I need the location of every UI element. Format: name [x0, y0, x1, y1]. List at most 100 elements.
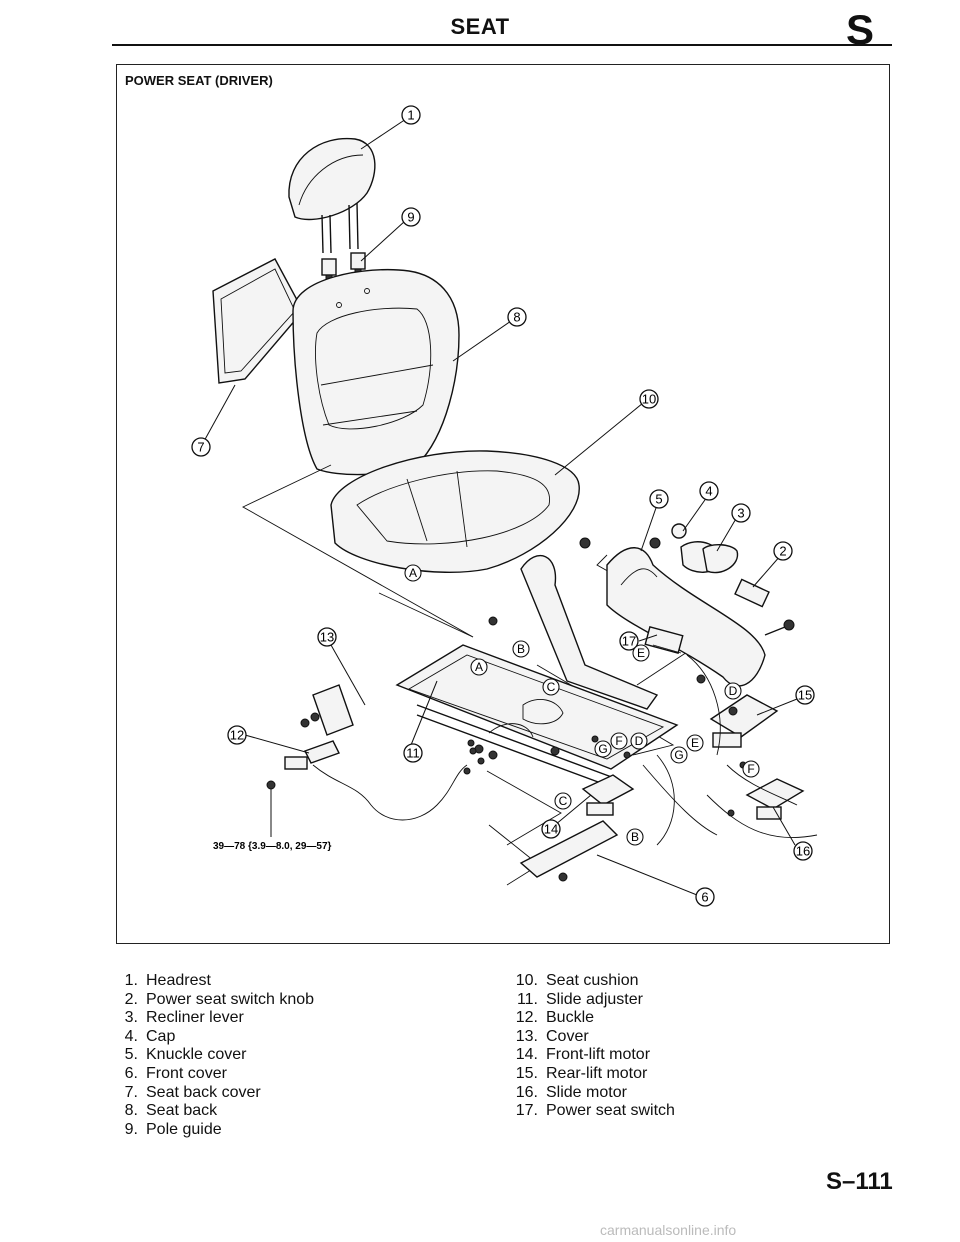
bolts-drawing	[266, 616, 706, 790]
legend-item: 6.Front cover	[124, 1064, 227, 1082]
svg-text:G: G	[598, 742, 607, 756]
buckle-drawing	[284, 740, 468, 821]
cover-drawing	[310, 684, 354, 736]
front-lift-motor-drawing	[581, 774, 635, 816]
legend-item: 7.Seat back cover	[124, 1083, 261, 1101]
svg-text:3: 3	[737, 506, 744, 521]
callout-14: 14	[541, 819, 561, 839]
svg-text:5: 5	[655, 492, 662, 507]
connector-e-1: E	[632, 644, 650, 662]
callout-10: 10	[639, 389, 659, 409]
legend-item: 13.Cover	[515, 1027, 589, 1045]
callout-7: 7	[191, 437, 211, 457]
svg-text:G: G	[674, 748, 683, 762]
legend-item: 2.Power seat switch knob	[124, 990, 315, 1008]
small-parts-drawing	[579, 523, 795, 636]
connector-b-2: B	[626, 828, 644, 846]
legend-item: 14.Front-lift motor	[515, 1046, 651, 1064]
seat-back-cover-drawing	[212, 258, 304, 384]
callout-4: 4	[699, 481, 719, 501]
section-letter: S	[846, 6, 875, 53]
rear-lift-motor-drawing	[709, 694, 779, 748]
svg-text:B: B	[517, 642, 525, 656]
svg-text:9: 9	[407, 210, 414, 225]
callout-leaders	[202, 118, 798, 896]
parts-legend-left: 1.Headrest 2.Power seat switch knob 3.Re…	[110, 972, 314, 1139]
connector-g-1: G	[594, 740, 612, 758]
svg-text:A: A	[409, 566, 417, 580]
legend-item: 15.Rear-lift motor	[515, 1064, 648, 1082]
svg-text:8: 8	[513, 310, 520, 325]
legend-item: 9.Pole guide	[124, 1120, 222, 1138]
connector-a-2: A	[470, 658, 488, 676]
svg-text:D: D	[635, 734, 644, 748]
connector-b-1: B	[512, 640, 530, 658]
connector-e-2: E	[686, 734, 704, 752]
callout-17: 17	[619, 631, 639, 651]
svg-text:A: A	[475, 660, 483, 674]
connector-g-2: G	[670, 746, 688, 764]
connector-d-1: D	[630, 732, 648, 750]
svg-text:11: 11	[406, 746, 420, 761]
connector-c-1: C	[542, 678, 560, 696]
svg-text:16: 16	[796, 844, 810, 859]
svg-text:B: B	[631, 830, 639, 844]
svg-text:C: C	[547, 680, 556, 694]
svg-text:2: 2	[779, 544, 786, 559]
legend-item: 11.Slide adjuster	[516, 990, 643, 1008]
callout-1: 1	[401, 105, 421, 125]
page-title: SEAT	[450, 14, 510, 39]
svg-text:F: F	[615, 734, 622, 748]
callout-3: 3	[731, 503, 751, 523]
watermark: carmanualsonline.info	[600, 1222, 737, 1238]
callout-16: 16	[793, 841, 813, 861]
seat-back-drawing	[292, 268, 460, 476]
legend-item: 8.Seat back	[124, 1102, 218, 1120]
callout-8: 8	[507, 307, 527, 327]
legend-item: 4.Cap	[124, 1027, 176, 1045]
legend-item: 5.Knuckle cover	[124, 1046, 247, 1064]
figure-frame: POWER SEAT (DRIVER)	[116, 64, 890, 944]
legend-item: 1.Headrest	[124, 972, 211, 989]
connector-d-2: D	[724, 682, 742, 700]
callout-11: 11	[403, 743, 423, 763]
page-number: S–111	[826, 1168, 893, 1195]
connector-c-2: C	[554, 792, 572, 810]
svg-text:10: 10	[642, 392, 656, 407]
svg-text:F: F	[747, 762, 754, 776]
svg-text:D: D	[729, 684, 738, 698]
figure-title: POWER SEAT (DRIVER)	[125, 73, 273, 88]
svg-text:6: 6	[701, 890, 708, 905]
svg-text:4: 4	[705, 484, 712, 499]
svg-text:1: 1	[407, 108, 414, 123]
header-rule	[112, 44, 892, 46]
torque-spec: 39—78 {3.9—8.0, 29—57}	[213, 841, 332, 852]
svg-text:E: E	[637, 646, 645, 660]
wiring-harness-drawing	[463, 654, 818, 846]
legend-item: 12.Buckle	[515, 1009, 595, 1027]
legend-item: 3.Recliner lever	[124, 1009, 244, 1027]
callout-13: 13	[317, 627, 337, 647]
slide-adjuster-drawing	[395, 644, 679, 790]
front-cover-drawing	[519, 820, 619, 882]
slide-motor-drawing	[745, 778, 805, 820]
connector-f-1: F	[610, 732, 628, 750]
svg-text:C: C	[559, 794, 568, 808]
svg-text:7: 7	[197, 440, 204, 455]
svg-text:12: 12	[230, 728, 244, 743]
svg-text:17: 17	[622, 634, 636, 649]
headrest-drawing	[288, 137, 376, 254]
svg-text:14: 14	[544, 822, 558, 837]
connector-a-1: A	[404, 564, 422, 582]
callout-9: 9	[401, 207, 421, 227]
callout-2: 2	[773, 541, 793, 561]
legend-item: 17.Power seat switch	[515, 1102, 675, 1120]
connector-f-2: F	[742, 760, 760, 778]
callout-15: 15	[795, 685, 815, 705]
legend-item: 16.Slide motor	[515, 1083, 627, 1101]
callout-12: 12	[227, 725, 247, 745]
exploded-seat-diagram: 39—78 {3.9—8.0, 29—57} 1 2 3 4 5 6	[191, 105, 818, 907]
callout-5: 5	[649, 489, 669, 509]
svg-text:13: 13	[320, 630, 334, 645]
callout-6: 6	[695, 887, 715, 907]
